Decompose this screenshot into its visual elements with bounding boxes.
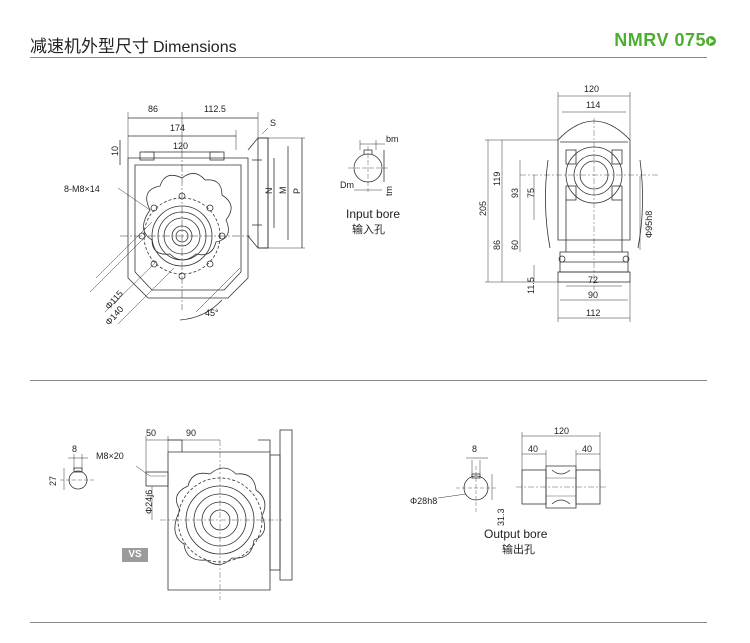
side-dim-90: 90 [588,290,598,300]
side-dim-119: 119 [492,172,502,186]
vs-dim-27: 27 [48,476,58,486]
output-bore-label-cn: 输出孔 [502,542,535,556]
dim-S: S [270,118,276,128]
input-bore-label: Input bore [346,207,400,221]
dim-120: 120 [173,141,188,151]
chevron-right-icon [706,36,716,46]
side-dim-75: 75 [526,188,536,198]
side-dim-93: 93 [510,188,520,198]
out-dim-40-left: 40 [528,444,538,454]
dim-174: 174 [170,123,185,133]
vs-dim-8: 8 [72,444,77,454]
vs-thread: M8×20 [96,451,124,461]
input-bore-drawing [348,140,388,192]
vs-dim-90: 90 [186,428,196,438]
side-view-drawing [485,92,660,322]
vs-dim-phi24: Φ24j6 [144,490,154,514]
side-dim-112: 112 [586,308,600,318]
footer-divider [30,622,707,623]
front-view-drawing [89,112,305,325]
vs-tag: VS [122,548,148,562]
dim-tm: tm [384,186,394,196]
side-dim-114: 114 [586,100,600,110]
side-dim-11-5: 11.5 [526,277,536,294]
dim-P: P [292,188,302,194]
side-dim-72: 72 [588,275,598,285]
dim-10: 10 [110,146,120,156]
bolt-spec: 8-M8×14 [64,184,100,194]
dim-Dm: Dm [340,180,354,190]
out-dim-8: 8 [472,444,477,454]
side-dim-86: 86 [492,240,502,250]
dim-bm: bm [386,134,399,144]
dim-M: M [278,187,288,195]
side-dim-60: 60 [510,240,520,250]
vs-view-drawing [60,429,293,600]
dim-86: 86 [148,104,158,114]
title-chinese: 减速机外型尺寸 [30,37,149,57]
out-dim-40-right: 40 [582,444,592,454]
input-bore-label-cn: 输入孔 [352,222,385,236]
side-dim-120: 120 [584,84,599,94]
side-dim-205: 205 [478,201,488,216]
output-bore-drawing [437,432,606,512]
dim-N: N [264,188,274,195]
header-divider [30,57,707,58]
side-dim-phi95: Φ95h8 [644,211,654,238]
out-dim-phi28: Φ28h8 [410,496,437,506]
out-dim-31-3: 31.3 [496,508,506,526]
section-divider [30,380,707,381]
model-label: NMRV 075 [614,30,706,50]
vs-dim-50: 50 [146,428,156,438]
dim-112-5: 112.5 [204,104,226,114]
title-english: Dimensions [153,39,237,56]
output-bore-label: Output bore [484,527,548,541]
out-dim-120: 120 [554,426,569,436]
dim-45deg: 45° [205,308,219,318]
